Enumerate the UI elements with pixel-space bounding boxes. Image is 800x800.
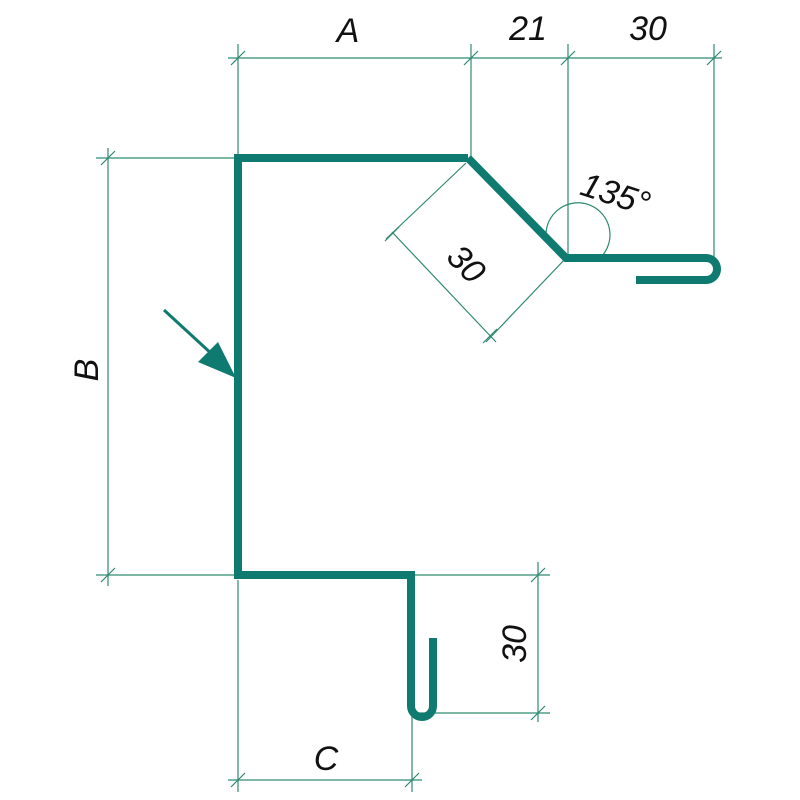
right-dimension [414,562,550,722]
dimension-label-21: 21 [508,10,547,48]
pointer-arrow [162,308,236,378]
dimension-label-diagonal-30: 30 [439,238,493,292]
dimension-label-c: C [314,740,339,778]
dimension-label-right-30: 30 [496,625,534,663]
top-dimension-chain [228,44,722,262]
dimension-label-b: B [68,359,106,382]
angle-label: 135° [576,166,655,224]
dimension-label-top-30: 30 [629,10,667,48]
diagonal-dimension [384,162,567,344]
dimension-label-a: A [335,12,360,50]
sheet-profile-upper-flange [465,155,721,284]
angle-arc [545,202,611,259]
left-dimension [96,148,238,586]
bottom-dimension [228,580,422,792]
sheet-profile [234,154,468,721]
